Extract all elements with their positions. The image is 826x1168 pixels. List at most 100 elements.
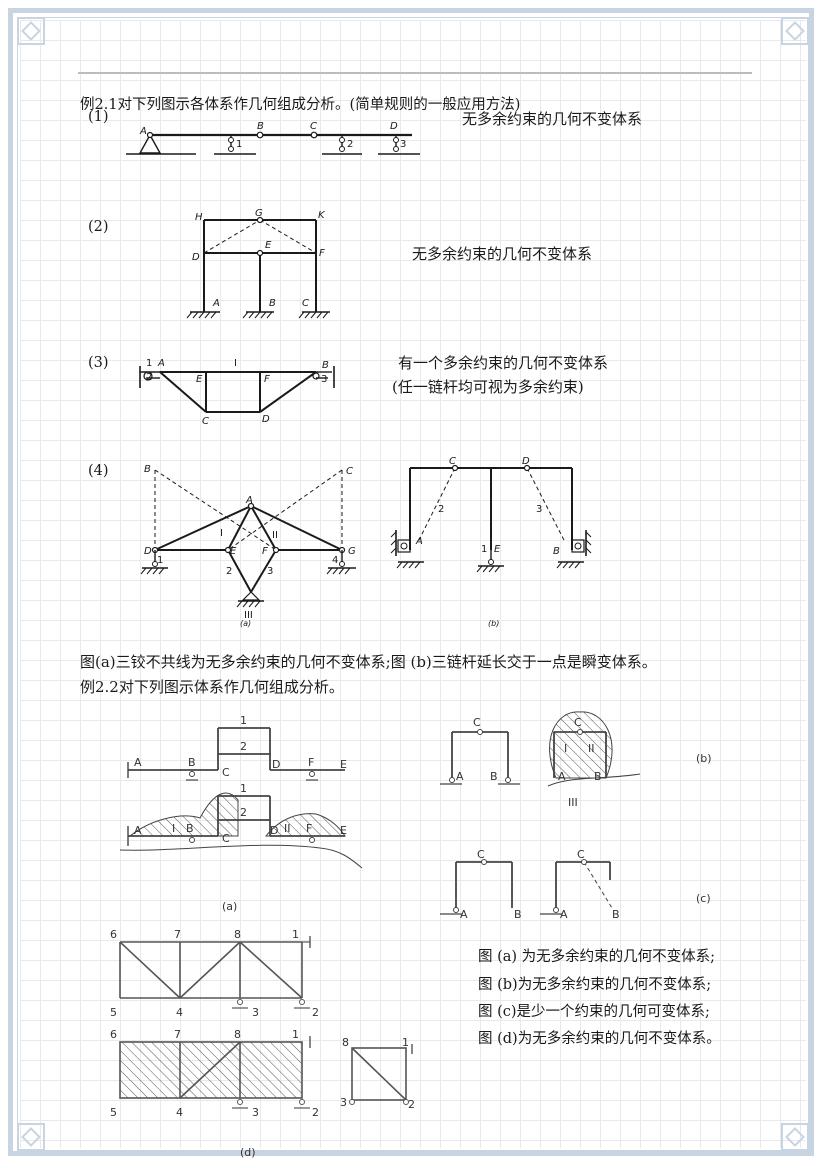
e2d-lower-label-2: 2 [312, 1106, 319, 1119]
f4a-label-1: 1 [157, 555, 163, 566]
f4a-label-I: I [220, 528, 223, 539]
f1-label-B: B [257, 121, 264, 132]
e2c-label-C: C [477, 848, 485, 861]
figure-e2b-labels: C A B C I II A B III (b) [456, 716, 712, 809]
corner-ornament-icon [781, 17, 809, 45]
e2a-label-2: 2 [240, 740, 247, 753]
f4a-label-E: E [230, 546, 237, 557]
page-border-outer [8, 8, 814, 1156]
figure-1-labels: A B C D 1 2 3 [139, 121, 406, 150]
e2a-lower-label-B: B [186, 822, 194, 835]
f4b-label-2: 2 [438, 504, 444, 515]
f1-label-1: 1 [236, 139, 242, 150]
e2d-lower-label-6: 6 [110, 1028, 117, 1041]
e2b-label-C: C [473, 716, 481, 729]
f3-label-B: B [322, 360, 329, 371]
figure-e2c-labels: C A B C A B (c) [460, 848, 711, 921]
example1-title: 例2.1对下列图示各体系作几何组成分析。(简单规则的一般应用方法) [80, 97, 521, 113]
e2c-right-label-A: A [560, 908, 568, 921]
grid-background [20, 20, 806, 1148]
e2c-right-label-B: B [612, 908, 620, 921]
example2-result-b: 图 (b)为无多余约束的几何不变体系; [478, 977, 712, 993]
f2-label-B: B [269, 298, 276, 309]
e2d-label-5: 5 [110, 1006, 117, 1019]
f4a-label-3: 3 [267, 566, 273, 577]
item2-number: (2) [88, 219, 109, 235]
e2d-lower-label-8: 8 [234, 1028, 241, 1041]
example1-conclusion: 图(a)三铰不共线为无多余约束的几何不变体系;图 (b)三链杆延长交于一点是瞬变… [80, 653, 657, 671]
item3-note: (任一链杆均可视为多余约束) [392, 378, 584, 396]
figure-4a-labels: B C A I II D 1 E F G 4 2 3 III (a) [144, 464, 356, 628]
f4a-label-II: II [272, 530, 278, 541]
example2-title: 例2.2对下列图示体系作几何组成分析。 [80, 678, 344, 696]
f4b-label-D: D [522, 456, 530, 467]
f3-label-A: A [157, 358, 165, 369]
e2a-lower-label-E: E [340, 824, 347, 837]
e2d-lower-label-4: 4 [176, 1106, 183, 1119]
e2a-label-D: D [272, 758, 280, 771]
f3-label-3: 3 [321, 374, 327, 385]
f4b-caption: (b) [488, 619, 499, 628]
e2d-label-3: 3 [252, 1006, 259, 1019]
f1-label-D: D [390, 121, 398, 132]
example2-result-d: 图 (d)为无多余约束的几何不变体系。 [478, 1031, 721, 1047]
e2b-right-label-B: B [594, 770, 602, 783]
f2-label-F: F [319, 248, 325, 259]
e2d-label-1: 1 [292, 928, 299, 941]
f2-label-K: K [318, 210, 326, 221]
f4a-label-4: 4 [332, 555, 338, 566]
e2b-label-II: II [588, 742, 595, 755]
e2d-label-6: 6 [110, 928, 117, 941]
figure-e2d-labels: 6 7 8 1 5 4 3 2 6 7 8 1 5 4 3 2 8 1 3 2 … [110, 928, 415, 1159]
f4b-label-A: A [415, 536, 423, 547]
figure-2-labels: H G K D E F A B C [192, 208, 326, 309]
f2-label-H: H [195, 212, 203, 223]
f4a-label-F: F [262, 546, 268, 557]
e2a-lower-label-A: A [134, 824, 142, 837]
e2d-square-label-2: 2 [408, 1098, 415, 1111]
e2a-lower-label-2: 2 [240, 806, 247, 819]
e2a-lower-label-II: II [284, 822, 291, 835]
e2a-lower-label-C: C [222, 832, 230, 845]
item4-number: (4) [88, 463, 109, 479]
figure-3-truss [139, 366, 335, 413]
f1-label-3: 3 [400, 139, 406, 150]
example2-result-a: 图 (a) 为无多余约束的几何不变体系; [478, 949, 716, 965]
e2d-lower-label-5: 5 [110, 1106, 117, 1119]
e2a-label-C: C [222, 766, 230, 779]
e2d-lower-label-3: 3 [252, 1106, 259, 1119]
e2d-label-8: 8 [234, 928, 241, 941]
figure-4b-frame [390, 464, 592, 573]
e2a-lower-label-1: 1 [240, 782, 247, 795]
corner-ornament-icon [17, 17, 45, 45]
e2a-label-1: 1 [240, 714, 247, 727]
e2b-label-I: I [564, 742, 567, 755]
e2a-label-A: A [134, 756, 142, 769]
f4b-label-C: C [449, 456, 456, 467]
e2b-label-III: III [568, 796, 578, 809]
example2-result-c: 图 (c)是少一个约束的几何可变体系; [478, 1004, 710, 1020]
f4a-label-G: G [348, 546, 356, 557]
e2a-lower-label-I: I [172, 822, 175, 835]
f4a-caption: (a) [240, 619, 251, 628]
figure-e2c [440, 859, 613, 915]
f4a-label-III: III [244, 610, 253, 621]
item3-number: (3) [88, 355, 109, 371]
e2d-label-2: 2 [312, 1006, 319, 1019]
f4b-label-E: E [494, 544, 501, 555]
f4a-label-C: C [346, 466, 353, 477]
figure-e2d-lower [119, 1036, 413, 1109]
header-rule [78, 72, 752, 74]
e2d-caption: (d) [240, 1146, 256, 1159]
e2b-label-B: B [490, 770, 498, 783]
f4a-label-B: B [144, 464, 151, 475]
f4b-label-B: B [553, 546, 560, 557]
e2d-label-7: 7 [174, 928, 181, 941]
f4a-label-A: A [245, 495, 253, 506]
e2b-label-A: A [456, 770, 464, 783]
f4b-label-1: 1 [481, 544, 487, 555]
f1-label-A: A [139, 126, 147, 137]
page-border-inner [17, 17, 809, 1151]
